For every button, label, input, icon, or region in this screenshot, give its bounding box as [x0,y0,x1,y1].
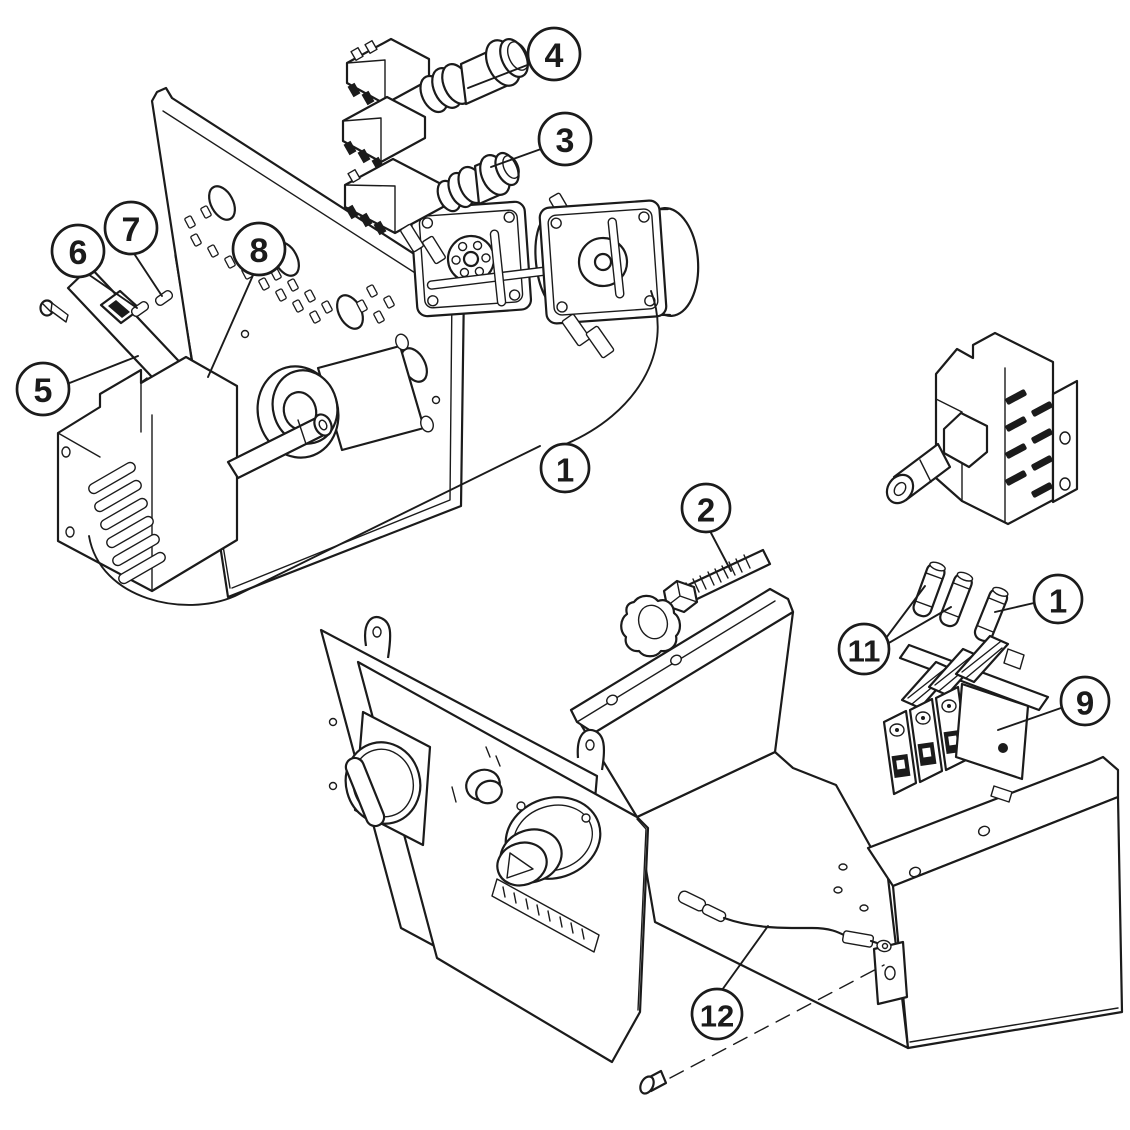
callout-number: 6 [69,234,88,272]
fuse-holder-block [882,634,1050,803]
callout-number: 3 [556,122,575,160]
callout-12-11: 12 [690,987,744,1041]
leader-9 [997,707,1062,731]
vent-slots [88,461,166,585]
block-side-plate [954,682,1030,781]
rear-flange-plate [409,200,533,318]
led-lamp-7 [154,290,174,306]
leader-8 [207,272,255,378]
callout-number: 2 [697,492,715,529]
callout-5-5: 5 [15,361,71,417]
leader-12 [721,925,769,991]
callout-circle [837,622,891,676]
callout-number: 5 [34,372,53,410]
front-flange-plate [538,199,668,325]
mounting-latch [400,223,424,253]
selector-switch-assembly [409,192,700,359]
alignment-dashed-line [669,964,885,1079]
contact-block [341,95,427,164]
mounting-latch [561,313,591,347]
terminal-blades [1005,389,1053,498]
leader-4 [467,63,531,89]
contact-block [343,157,445,235]
callout-number: 1 [1049,583,1067,620]
front-panel-assembly [319,615,650,1064]
leader-2 [709,530,732,572]
shaft-nut [942,411,989,469]
callout-circle [15,361,71,417]
ground-wire [677,890,892,953]
rotary-switch [885,331,1079,526]
callout-circle [50,223,106,279]
callout-circle [680,482,732,534]
callout-7-2: 7 [103,200,159,256]
callout-circle [1032,573,1084,625]
callout-number: 8 [250,232,269,270]
callout-circle [690,987,744,1041]
fuse-carrier [954,634,1010,684]
pushbutton-switch-4 [341,37,530,172]
callout-number: 1 [556,452,574,489]
leader-5 [66,355,139,385]
callout-3-1: 3 [537,111,593,167]
callout-circle [539,442,591,494]
enclosure-chassis [569,587,1124,1095]
callout-number: 11 [848,634,881,669]
round-button [475,779,503,805]
leader-1b [994,602,1035,613]
callout-4-0: 4 [526,26,582,82]
callout-6-3: 6 [50,223,106,279]
callout-number: 12 [700,999,734,1034]
leader-1-arc [565,290,659,445]
callout-circle [537,111,593,167]
threaded-rod [620,548,772,658]
callout-9-10: 9 [1059,675,1111,727]
fuse [973,586,1009,643]
callout-1-8: 1 [1032,573,1084,625]
leader-6 [84,271,138,309]
callout-2-7: 2 [680,482,732,534]
callout-circle [1059,675,1111,727]
callout-number: 7 [122,211,141,249]
vented-switch-block [56,355,333,593]
mounting-latch [422,235,446,265]
warning-triangle-mark [506,852,534,879]
leader-7 [132,251,163,297]
callout-8-4: 8 [231,221,287,277]
leader-3 [490,148,542,168]
callout-number: 9 [1076,685,1094,722]
callout-circle [103,200,159,256]
label-strip [491,878,600,953]
leader-11 [885,585,952,645]
callout-circle [231,221,287,277]
grommet-bracket [256,333,434,459]
chassis-floor [635,750,910,1050]
fuse [912,561,946,618]
pushbutton-switch-3 [343,151,520,265]
leader-1-tail [88,445,541,606]
fuse [939,571,974,628]
callout-11-9: 11 [837,622,891,676]
knob-handle [344,756,386,828]
callout-circle [526,26,582,82]
led-lamp-6 [130,301,150,317]
fuses [912,561,1009,643]
callout-1-6: 1 [539,442,591,494]
chassis-screw [639,1069,668,1095]
leader-lines [66,63,1062,991]
callout-number: 4 [545,37,564,75]
mounting-latch [585,325,615,359]
